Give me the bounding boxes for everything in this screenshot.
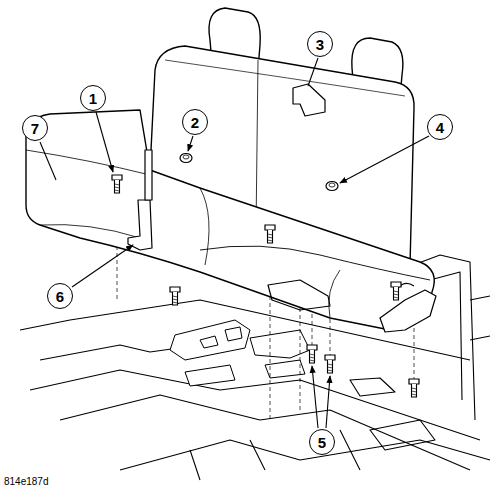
callout-number: 2 (191, 115, 199, 130)
callout-number: 3 (316, 37, 324, 52)
seat-cushion (26, 110, 434, 330)
callout-number: 6 (56, 289, 64, 304)
callout-number: 7 (31, 121, 39, 136)
callout-circle: 3 (307, 31, 333, 57)
nut (180, 154, 338, 191)
seat-latch (170, 320, 310, 386)
bolt (112, 175, 419, 397)
callout-circle: 6 (47, 283, 73, 309)
figure-code: 814e187d (4, 476, 49, 487)
callout-number: 1 (89, 91, 97, 106)
callout-circle: 1 (80, 85, 106, 111)
leader-line (40, 58, 429, 428)
callout-number: 5 (318, 435, 326, 450)
callout-circle: 5 (309, 429, 335, 455)
callout-circle: 4 (427, 114, 453, 140)
callout-circle: 7 (22, 115, 48, 141)
seat-bracket (128, 84, 436, 332)
callout-circle: 2 (182, 109, 208, 135)
callout-number: 4 (436, 120, 444, 135)
